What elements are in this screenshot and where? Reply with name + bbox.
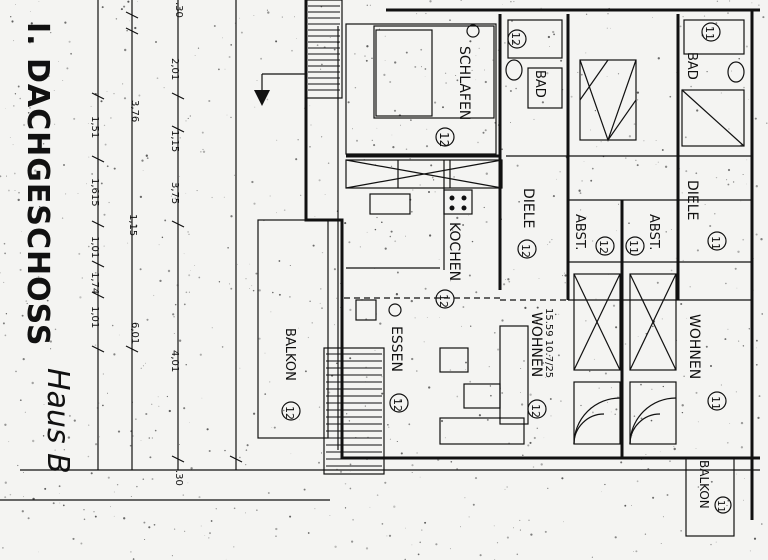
- room-num-balkon-right: 11: [715, 500, 726, 513]
- room-labels: SCHLAFEN 12 BAD 12 BAD 11 DIELE 12 DIELE…: [281, 22, 732, 514]
- spiral-stairs: [573, 381, 677, 445]
- dim-3-76: 3,76: [129, 100, 140, 122]
- room-num-balkon-left: 12: [283, 406, 296, 420]
- room-label-diele-right: DIELE: [684, 180, 700, 220]
- dim-1-15-a: 1,15: [169, 130, 180, 152]
- dim-1-01-b: 1,01: [89, 306, 100, 328]
- room-num-schlafen: 12: [437, 132, 451, 147]
- dim-top-30: .30: [173, 2, 184, 18]
- room-label-abst-left: ABST.: [572, 214, 587, 250]
- dim-2-01: 2,01: [169, 58, 180, 80]
- building-walls: [304, 0, 760, 520]
- room-num-abst-left: 12: [597, 240, 610, 254]
- room-label-balkon-left: BALKON: [282, 328, 297, 381]
- room-num-abst-right: 11: [627, 240, 640, 254]
- room-label-essen: ESSEN: [388, 326, 404, 372]
- section-arrow: [254, 73, 306, 106]
- dim-1-15-b: 1,15: [127, 214, 138, 236]
- room-num-essen: 12: [391, 398, 404, 412]
- balcony-right: [685, 457, 735, 537]
- dim-1-74: 1,74: [89, 272, 100, 294]
- kitchen-counter: [345, 159, 503, 215]
- dim-1-615: 1,615: [89, 178, 100, 207]
- stairwell: [305, 0, 343, 99]
- cabinet-crosses: [573, 59, 745, 371]
- signature-haus-b: Haus B: [40, 368, 75, 474]
- plan-title: I. DACHGESCHOSS: [20, 22, 55, 346]
- room-label-abst-right: ABST.: [646, 214, 661, 250]
- room-label-kochen: KOCHEN: [446, 222, 462, 281]
- room-num-kochen: 12: [437, 294, 450, 308]
- room-label-diele-left: DIELE: [520, 188, 536, 228]
- dim-3-75: 3,75: [169, 182, 180, 204]
- room-num-bad-left: 12: [509, 32, 522, 46]
- dimension-labels: 3,76 1,51 1,615 1,01 1,74 1,01 2,01 1,15…: [89, 2, 184, 486]
- room-num-diele-right: 11: [709, 236, 722, 250]
- dim-1-01-a: 1,01: [89, 236, 100, 258]
- room-label-wohnen-left: WOHNEN: [528, 312, 544, 377]
- dim-6-01: 6,01: [129, 322, 140, 344]
- dim-bottom-30: .30: [173, 470, 184, 486]
- room-num-diele-left: 12: [519, 244, 532, 258]
- room-label-schlafen: SCHLAFEN: [456, 46, 472, 120]
- room-label-wohnen-right: WOHNEN: [686, 314, 702, 379]
- dim-4-01: 4,01: [169, 350, 180, 372]
- dimension-lines: [0, 0, 760, 501]
- balcony-left: [257, 219, 385, 475]
- furniture: [355, 24, 529, 445]
- room-label-bad-right: BAD: [684, 52, 699, 80]
- room-num-bad-right: 11: [703, 26, 716, 40]
- room-num-wohnen-right: 11: [709, 396, 722, 410]
- room-label-bad-left: BAD: [532, 70, 547, 98]
- room-area-note: 15.59 10.7/25: [543, 308, 554, 378]
- dim-1-51: 1,51: [89, 116, 100, 138]
- room-num-wohnen-left: 12: [529, 404, 542, 418]
- room-label-balkon-right: BALKON: [697, 460, 711, 509]
